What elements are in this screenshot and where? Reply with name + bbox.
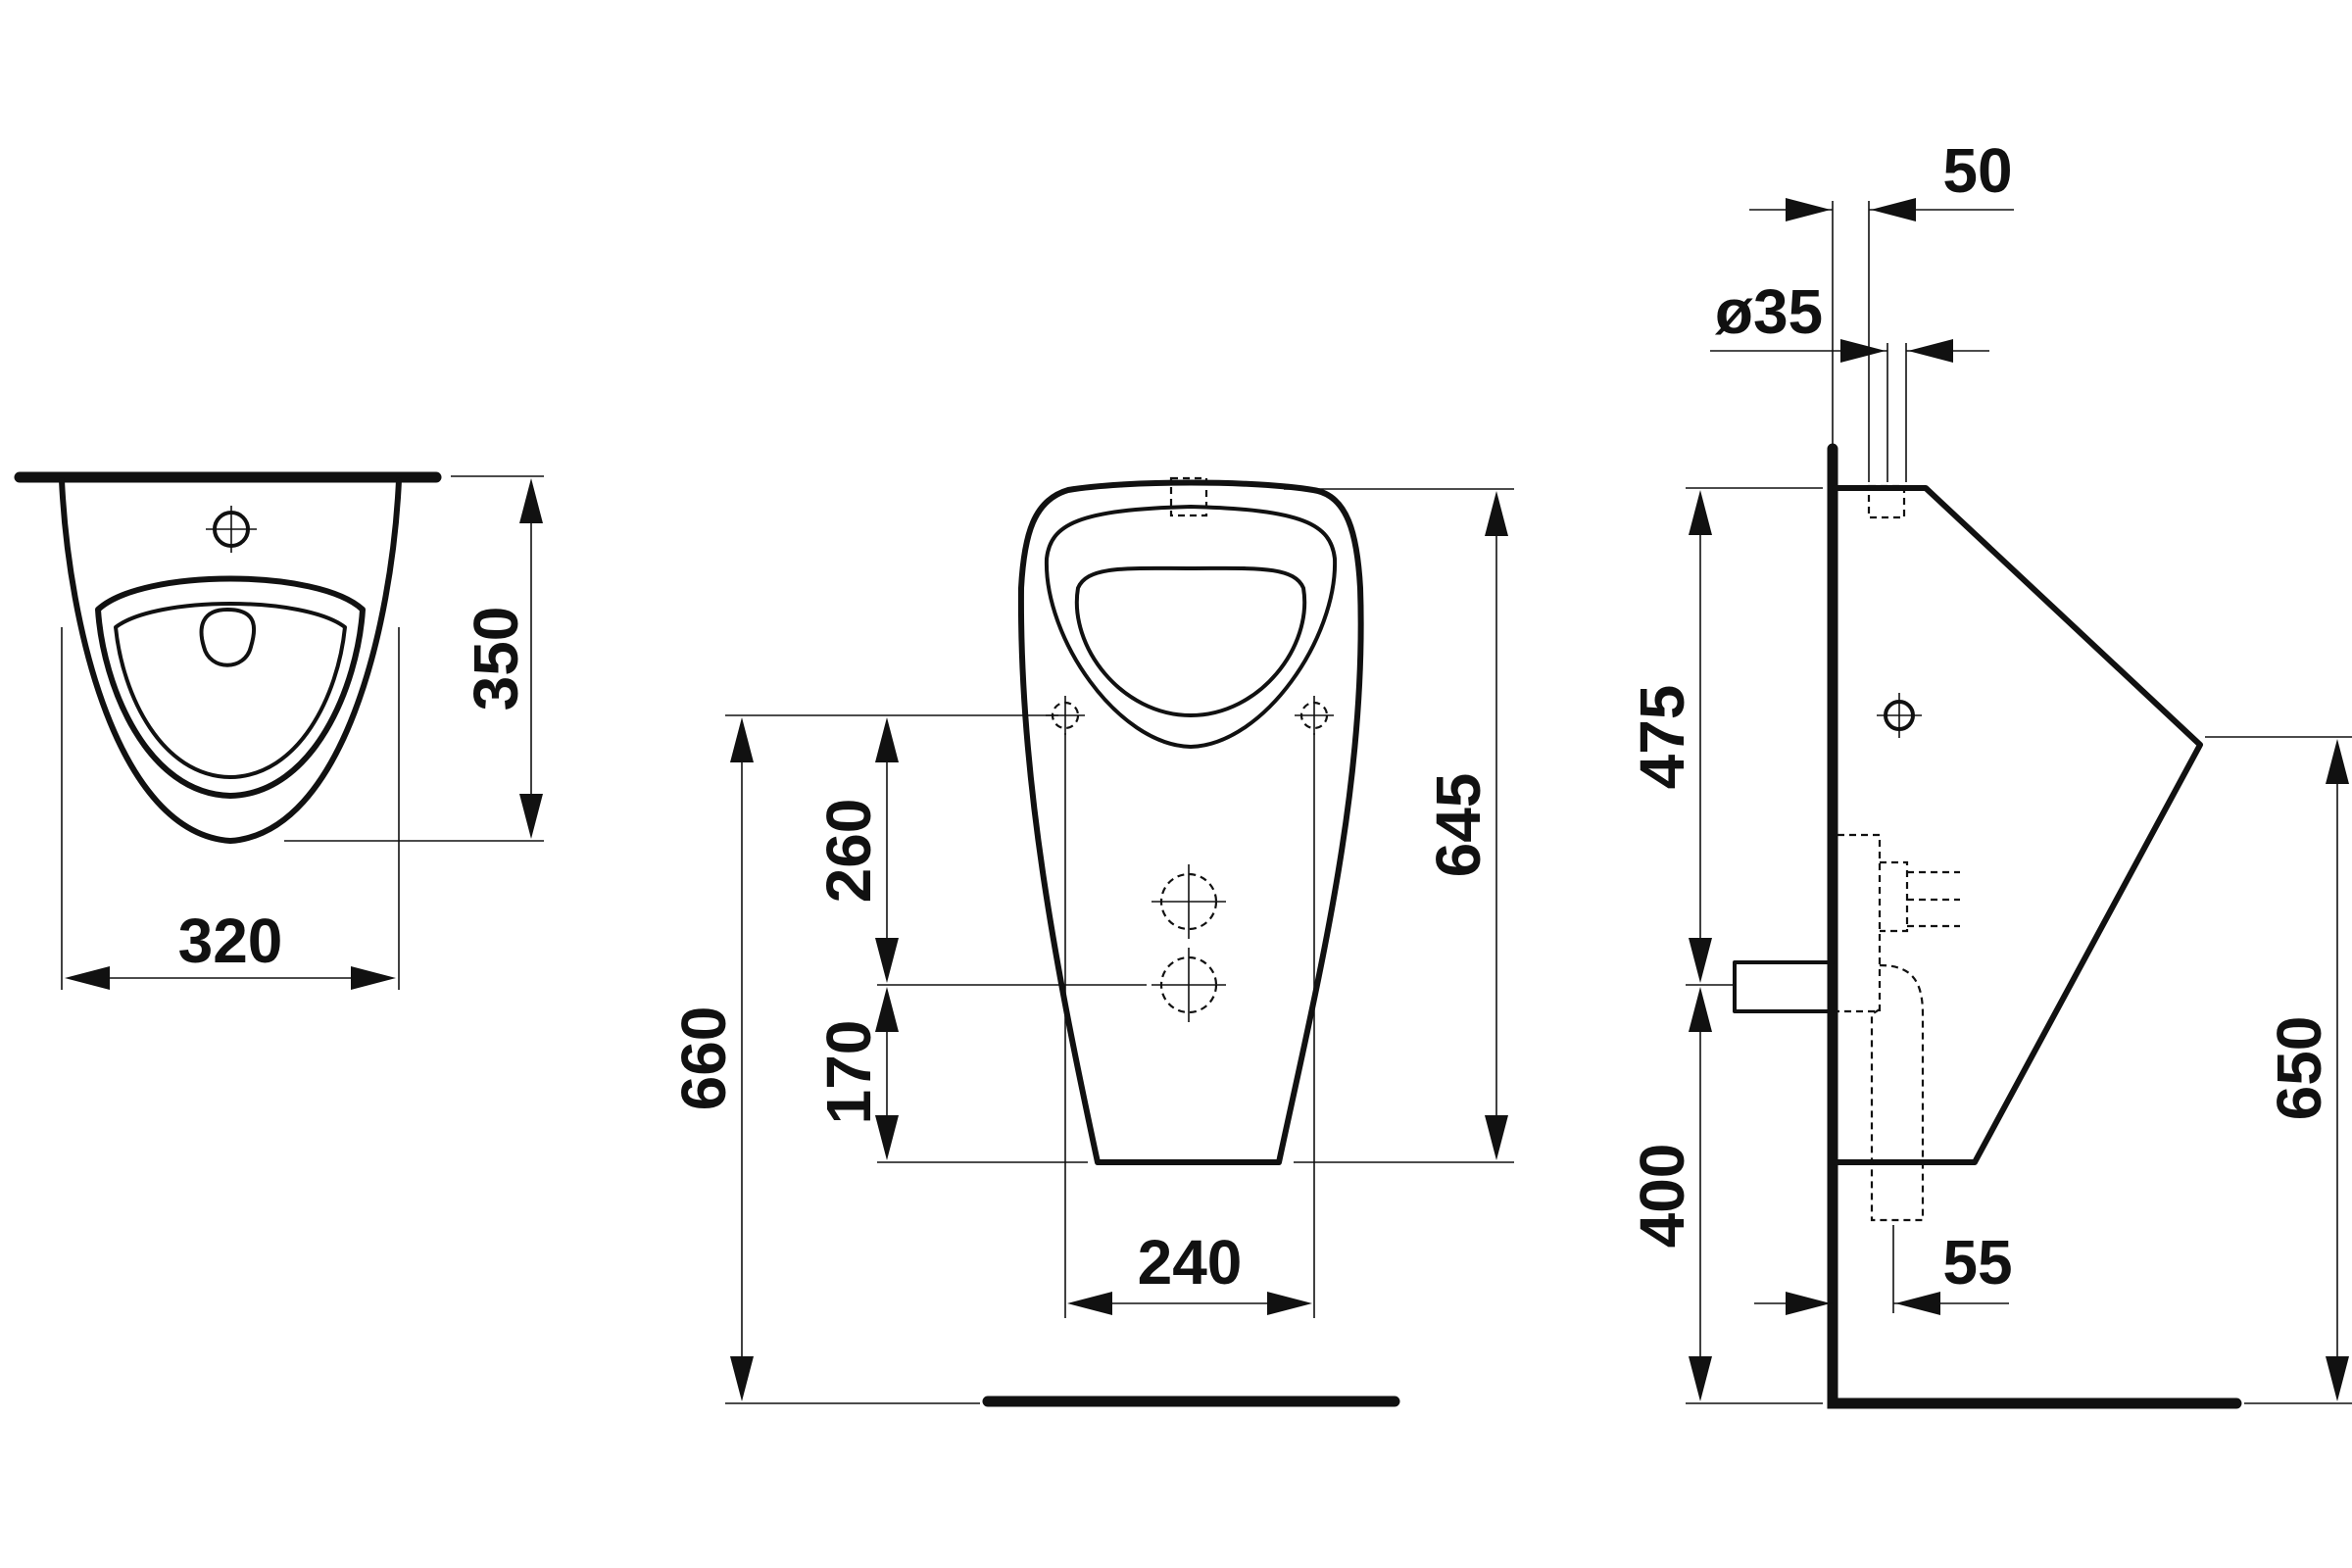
front-view-body-outline xyxy=(1017,479,1364,1165)
dim-350-label: 350 xyxy=(461,607,531,711)
dim-660-arrow-top xyxy=(730,717,754,762)
side-view-wall-and-floor xyxy=(1827,443,2242,1409)
dim-400-arrow-top xyxy=(1689,987,1712,1032)
dim-645-arrow-top xyxy=(1485,491,1508,536)
front-view-mounting-hole-right-icon xyxy=(1295,696,1334,735)
dim-350-arrow-bottom xyxy=(519,794,543,839)
dim-35-arrow-right xyxy=(1908,339,1953,363)
top-view: 320 350 xyxy=(14,471,544,990)
dim-55-arrow-right xyxy=(1895,1292,1940,1315)
side-view-inlet-lines xyxy=(1832,201,1907,482)
dim-650-arrow-bottom xyxy=(2326,1356,2349,1401)
front-view-bowl-opening xyxy=(1074,565,1307,717)
front-view: 660 260 170 645 240 xyxy=(668,476,1514,1407)
dim-170-label: 170 xyxy=(813,1020,884,1125)
dim-400-arrow-bottom xyxy=(1689,1356,1712,1401)
dim-350-arrow-top xyxy=(519,478,543,523)
top-view-inlet-icon xyxy=(206,506,257,553)
top-view-drain xyxy=(199,608,257,667)
dim-260-label: 260 xyxy=(813,799,884,904)
top-view-rim xyxy=(95,575,366,799)
side-view-inlet-hidden xyxy=(1867,484,1906,519)
dim-650-arrow-top xyxy=(2326,739,2349,784)
dim-660-arrow-bottom xyxy=(730,1356,754,1401)
dim-50-arrow-left xyxy=(1786,198,1831,221)
dim-55-arrow-left xyxy=(1786,1292,1831,1315)
dim-645-label: 645 xyxy=(1423,773,1494,878)
dim-50-label: 50 xyxy=(1942,135,2012,206)
dim-170-arrow-top xyxy=(875,987,899,1032)
dim-320-arrow-left xyxy=(65,966,110,990)
front-view-inlet-hidden xyxy=(1169,476,1208,517)
dim-660-label: 660 xyxy=(668,1006,739,1111)
front-view-lower-outlet-icon xyxy=(1152,948,1226,1022)
dim-260-arrow-bottom xyxy=(875,938,899,983)
dim-320-arrow-right xyxy=(351,966,396,990)
side-view-siphon-hidden xyxy=(1838,833,1960,1222)
front-view-upper-outlet-icon xyxy=(1152,864,1226,939)
front-view-rim xyxy=(1044,505,1338,749)
dim-650-label: 650 xyxy=(2264,1016,2334,1121)
top-view-outer-bowl xyxy=(59,477,402,844)
dim-240-arrow-left xyxy=(1067,1292,1112,1315)
dim-240-arrow-right xyxy=(1267,1292,1312,1315)
dim-170-arrow-bottom xyxy=(875,1115,899,1160)
side-view-body-outline xyxy=(1832,485,2203,1165)
dim-55-label: 55 xyxy=(1942,1227,2012,1298)
side-view-waste-pipe xyxy=(1733,960,1835,1013)
dim-320-label: 320 xyxy=(178,906,283,976)
dim-35-arrow-left xyxy=(1840,339,1886,363)
dim-475-arrow-top xyxy=(1689,490,1712,535)
dim-240-label: 240 xyxy=(1138,1227,1243,1298)
top-view-inner-bowl xyxy=(114,602,347,779)
dim-475-label: 475 xyxy=(1627,685,1697,790)
dim-645-arrow-bottom xyxy=(1485,1115,1508,1160)
dim-400-label: 400 xyxy=(1627,1144,1697,1249)
dim-35-label: ø35 xyxy=(1715,276,1823,347)
dim-50-arrow-right xyxy=(1871,198,1916,221)
side-view: 50 ø35 475 400 650 55 xyxy=(1627,135,2352,1409)
dim-260-arrow-top xyxy=(875,717,899,762)
side-view-mounting-hole-icon xyxy=(1877,693,1922,738)
dim-475-arrow-bottom xyxy=(1689,938,1712,983)
